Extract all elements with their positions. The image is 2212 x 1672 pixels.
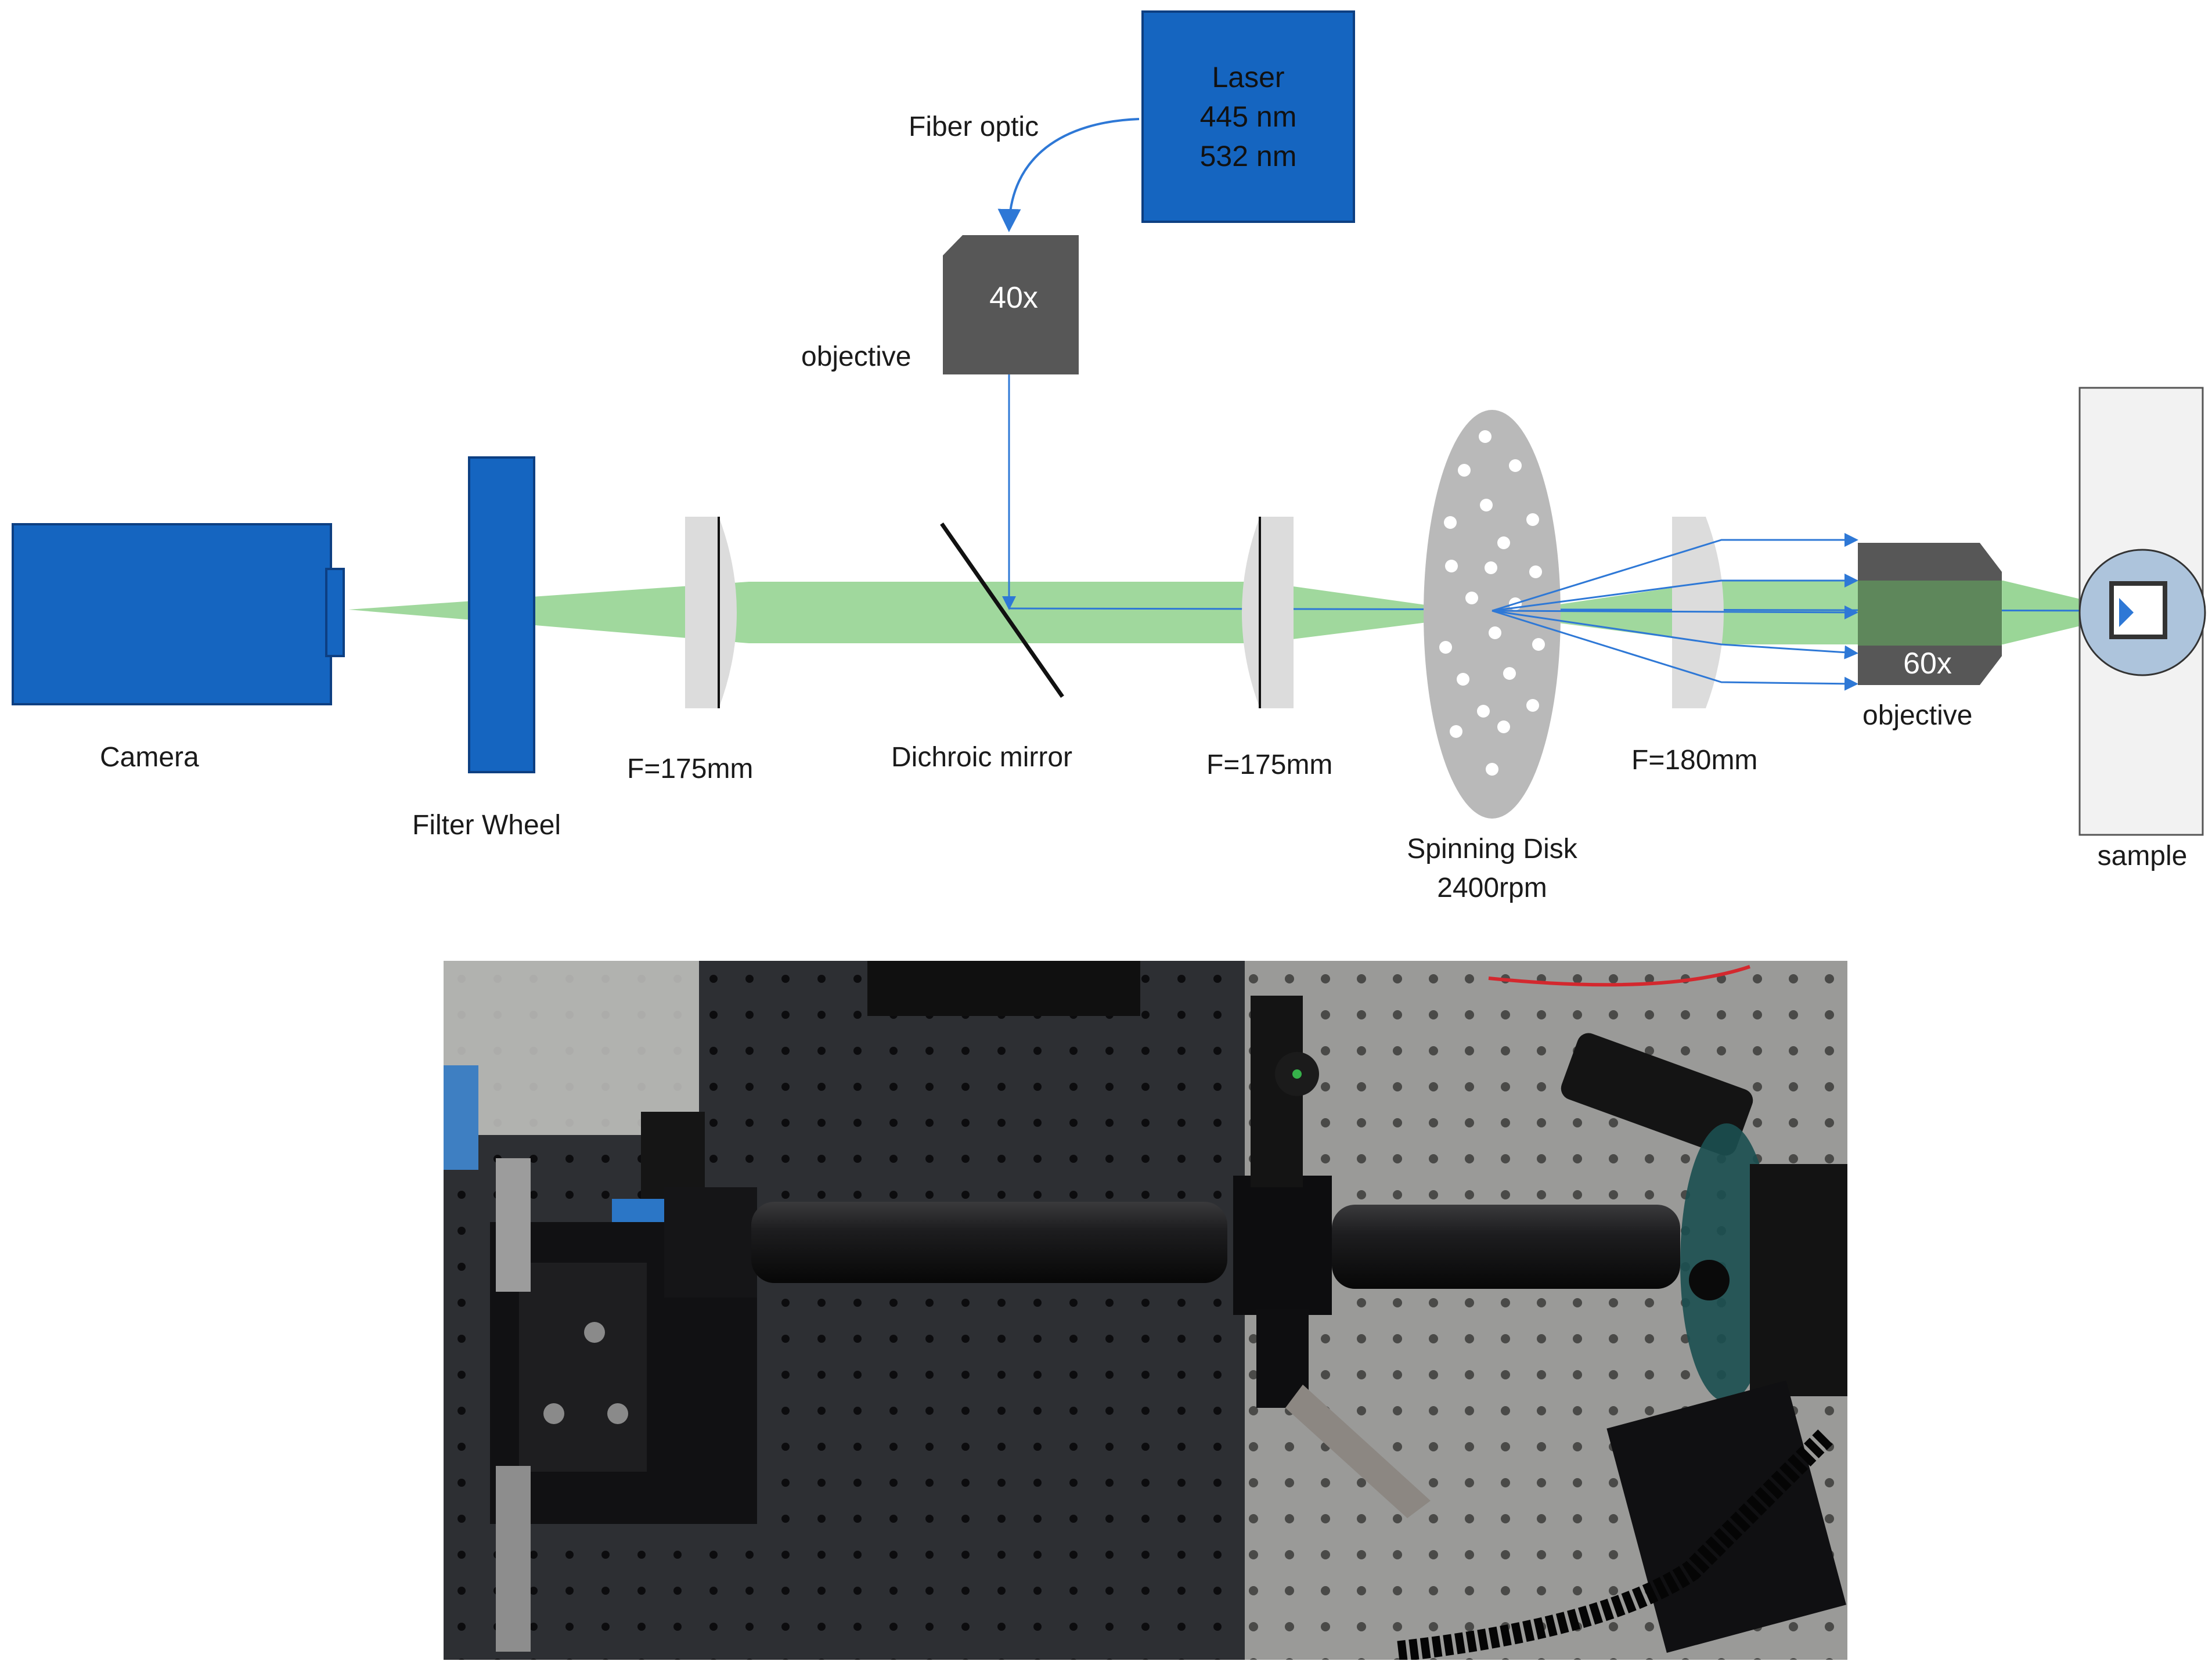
filter-wheel	[468, 456, 535, 773]
lens-2-label: F=175mm	[1206, 749, 1332, 780]
lens-tube-2	[1332, 1205, 1680, 1289]
objective-40x-label: objective	[801, 341, 911, 372]
camera-port	[325, 568, 345, 657]
objective-60x-magnification: 60x	[1903, 647, 1952, 680]
camera-label: Camera	[100, 742, 199, 773]
dichroic-mirror	[940, 522, 1064, 698]
objective-60x: 60x	[1858, 543, 2002, 685]
cube-holder	[1233, 1176, 1332, 1315]
optical-setup-diagram: Laser 445 nm 532 nm Fiber optic 40x obje…	[12, 10, 2206, 903]
laser-label: Laser	[1212, 61, 1284, 93]
objective-40x-magnification: 40x	[989, 281, 1038, 315]
beam-lens2-to-disk	[1260, 582, 1492, 643]
lens-tube-1	[751, 1202, 1227, 1283]
filter-wheel-label: Filter Wheel	[412, 810, 561, 841]
fiber-optic-path	[997, 118, 1140, 232]
camera	[12, 523, 345, 705]
spinning-disk	[1424, 410, 1561, 819]
pinholes	[1439, 430, 1545, 776]
spinning-disk-speed: 2400rpm	[1437, 873, 1547, 903]
setup-photo	[444, 961, 1847, 1660]
fanned-rays	[1492, 533, 1858, 691]
beam-disk-to-lens3	[1492, 581, 1721, 644]
beam-camera-to-lens1	[348, 582, 749, 643]
objective-60x-label: objective	[1862, 700, 1972, 731]
lens-3-label: F=180mm	[1631, 745, 1757, 776]
fiber-optic-label: Fiber optic	[909, 111, 1039, 142]
coiled-cable	[1395, 1429, 1833, 1660]
laser-wavelength-2: 532 nm	[1200, 140, 1297, 172]
lens-2	[1242, 517, 1294, 708]
laser-wavelength-1: 445 nm	[1200, 100, 1297, 133]
sample-label: sample	[2098, 841, 2188, 871]
lens-1-label: F=175mm	[627, 754, 753, 784]
objective-40x: 40x	[943, 235, 1079, 374]
spinning-disk-label: Spinning Disk	[1407, 834, 1577, 864]
dichroic-mirror-label: Dichroic mirror	[891, 742, 1072, 773]
sample	[2078, 387, 2206, 836]
laser-box: Laser 445 nm 532 nm	[1141, 10, 1355, 223]
lens-1	[685, 517, 737, 708]
camera-body	[664, 1187, 757, 1298]
beam-to-sample	[2003, 581, 2137, 644]
